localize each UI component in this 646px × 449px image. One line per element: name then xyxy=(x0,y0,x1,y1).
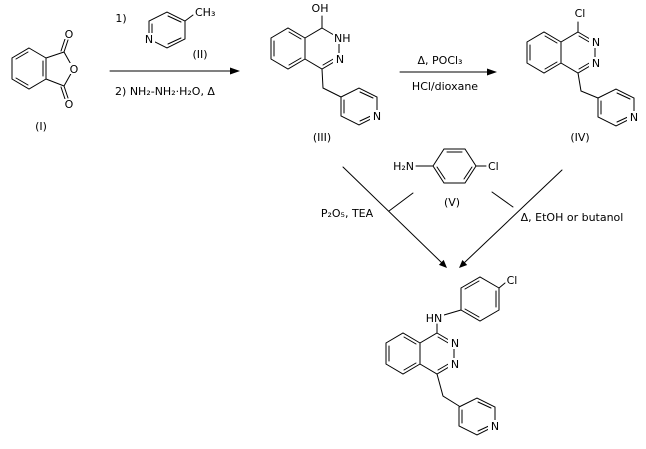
compound-label-iii: (III) xyxy=(313,131,331,144)
label-mask xyxy=(589,57,602,69)
label-mask xyxy=(448,358,461,370)
reaction-arrow-1: 2) NH₂-NH₂·H₂O, Δ xyxy=(109,67,240,98)
benzene-ring xyxy=(385,332,421,375)
atom-label-n3: N xyxy=(592,57,600,70)
atom-label-n2: N xyxy=(592,36,600,49)
reagent-connector xyxy=(491,191,514,208)
arrowhead xyxy=(438,259,447,268)
atom-label-oh: OH xyxy=(312,2,329,15)
atom-label-o-bottom: O xyxy=(65,98,74,111)
arrowhead xyxy=(230,67,240,75)
label-mask xyxy=(68,63,80,74)
atom-label-pyridine-n: N xyxy=(630,111,638,124)
reagent-connector xyxy=(388,192,414,212)
compound-label-v: (V) xyxy=(444,196,460,209)
molecule-chloroaniline: H₂N Cl (V) xyxy=(393,148,499,209)
label-mask xyxy=(488,420,501,432)
methyl-bond xyxy=(184,14,194,22)
molecule-product: HN Cl N N N xyxy=(385,274,518,436)
carbonyl-top xyxy=(60,38,69,53)
pyridine-double-bonds xyxy=(151,15,182,45)
double-bonds xyxy=(436,151,473,180)
atom-label-hn: HN xyxy=(426,312,443,325)
label-mask xyxy=(589,36,602,48)
methylene-bonds xyxy=(577,72,599,99)
methylene-bonds xyxy=(436,373,460,407)
step-2-conditions: 2) NH₂-NH₂·H₂O, Δ xyxy=(115,85,215,98)
reaction-arrow-2: Δ, POCl₃ HCl/dioxane xyxy=(399,54,497,93)
label-mask xyxy=(627,111,640,123)
atom-label-cl: Cl xyxy=(575,7,586,20)
arrow-line xyxy=(463,169,563,264)
label-mask xyxy=(424,311,444,323)
label-mask xyxy=(333,53,346,65)
chlorophenyl-ring xyxy=(460,276,500,322)
benzene-ring xyxy=(270,27,306,70)
atom-label-o-top: O xyxy=(65,28,74,41)
atom-label-n: N xyxy=(145,33,153,46)
route-arrow-right: Δ, EtOH or butanol xyxy=(459,169,624,268)
atom-label-n3: N xyxy=(336,53,344,66)
label-mask xyxy=(143,33,155,45)
label-mask xyxy=(63,28,75,39)
route-arrow-left: P₂O₅, TEA xyxy=(321,166,447,268)
arrowhead xyxy=(459,260,468,268)
atom-label-pyridine-n: N xyxy=(491,420,499,433)
pyridine-double-bonds xyxy=(343,91,374,122)
chlorophenyl-double-bonds xyxy=(464,280,497,318)
right-route-conditions: Δ, EtOH or butanol xyxy=(521,211,624,224)
atom-label-cl: Cl xyxy=(488,160,499,173)
atom-label-methyl: CH₃ xyxy=(195,6,215,19)
conditions-above: Δ, POCl₃ xyxy=(418,54,463,67)
atom-label-n2: N xyxy=(451,337,459,350)
carbonyl-bottom xyxy=(60,85,69,100)
conditions-below: HCl/dioxane xyxy=(412,80,478,93)
benzene-ring xyxy=(432,148,477,184)
benzene-double-bonds xyxy=(15,51,44,86)
atom-label-pyridine-n: N xyxy=(373,110,381,123)
label-mask xyxy=(448,337,461,349)
label-mask xyxy=(333,32,353,44)
label-mask xyxy=(370,110,383,122)
methylene-bonds xyxy=(321,68,342,98)
pyridine-double-bonds xyxy=(461,401,492,432)
benzene-ring xyxy=(526,31,562,74)
amine-bonds xyxy=(436,309,462,334)
molecule-methylpyridine: 1) N CH₃ (II) xyxy=(115,6,215,61)
double-bonds xyxy=(529,35,592,70)
chloro-bond xyxy=(498,282,506,289)
molecule-phthalic-anhydride: O O O (I) xyxy=(11,28,80,133)
left-route-conditions: P₂O₅, TEA xyxy=(321,207,374,220)
compound-label-i: (I) xyxy=(35,120,47,133)
atom-label-o-ring: O xyxy=(70,63,79,76)
atom-label-amine: H₂N xyxy=(393,160,414,173)
double-bonds xyxy=(388,336,451,371)
pyridine-double-bonds xyxy=(600,92,631,123)
benzene-ring xyxy=(11,47,47,90)
compound-label-ii: (II) xyxy=(192,48,207,61)
atom-label-cl: Cl xyxy=(507,274,518,287)
arrow-line xyxy=(342,166,443,264)
molecule-hydroxyphthalazine: OH NH N N (III) xyxy=(270,2,383,144)
step-1-label: 1) xyxy=(115,12,126,25)
compound-label-iv: (IV) xyxy=(570,131,589,144)
atom-label-nh: NH xyxy=(334,32,351,45)
double-bonds xyxy=(273,31,336,66)
label-mask xyxy=(63,99,75,110)
molecule-chlorophthalazine: Cl N N N (IV) xyxy=(526,7,640,144)
arrowhead xyxy=(487,68,497,76)
atom-label-n3: N xyxy=(451,358,459,371)
